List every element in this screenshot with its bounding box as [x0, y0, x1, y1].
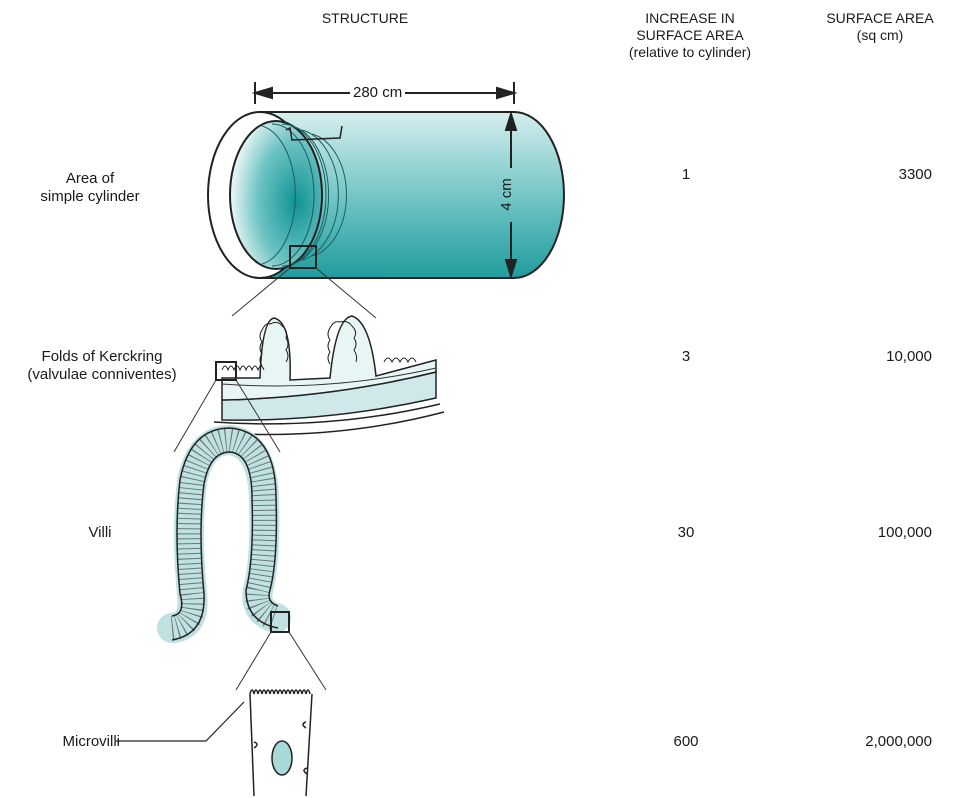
increase-value: 1 [656, 166, 716, 183]
increase-header-line: INCREASE IN [610, 10, 770, 27]
area-header-line: SURFACE AREA [800, 10, 960, 27]
surface-area-value: 100,000 [782, 524, 932, 541]
kerckring-folds [208, 316, 444, 435]
microvilli-pointer [116, 702, 244, 741]
increase-header: INCREASE IN SURFACE AREA (relative to cy… [610, 10, 770, 61]
row-label-cylinder: Area of simple cylinder [20, 170, 160, 206]
length-label: 280 cm [350, 84, 405, 101]
surface-area-value: 2,000,000 [782, 733, 932, 750]
area-header-line: (sq cm) [800, 27, 960, 44]
increase-header-line: SURFACE AREA [610, 27, 770, 44]
surface-area-value: 3300 [782, 166, 932, 183]
microvilli-cell [250, 690, 312, 796]
row-label-villi: Villi [60, 524, 140, 542]
row-label-microvilli: Microvilli [40, 733, 120, 751]
area-header: SURFACE AREA (sq cm) [800, 10, 960, 44]
villus [172, 428, 289, 640]
increase-value: 3 [656, 348, 716, 365]
surface-area-value: 10,000 [782, 348, 932, 365]
row-label-folds: Folds of Kerckring (valvulae conniventes… [2, 348, 202, 384]
structure-header: STRUCTURE [290, 10, 440, 27]
increase-value: 600 [656, 733, 716, 750]
increase-header-line: (relative to cylinder) [610, 44, 770, 61]
increase-value: 30 [656, 524, 716, 541]
diameter-label: 4 cm [498, 178, 515, 211]
